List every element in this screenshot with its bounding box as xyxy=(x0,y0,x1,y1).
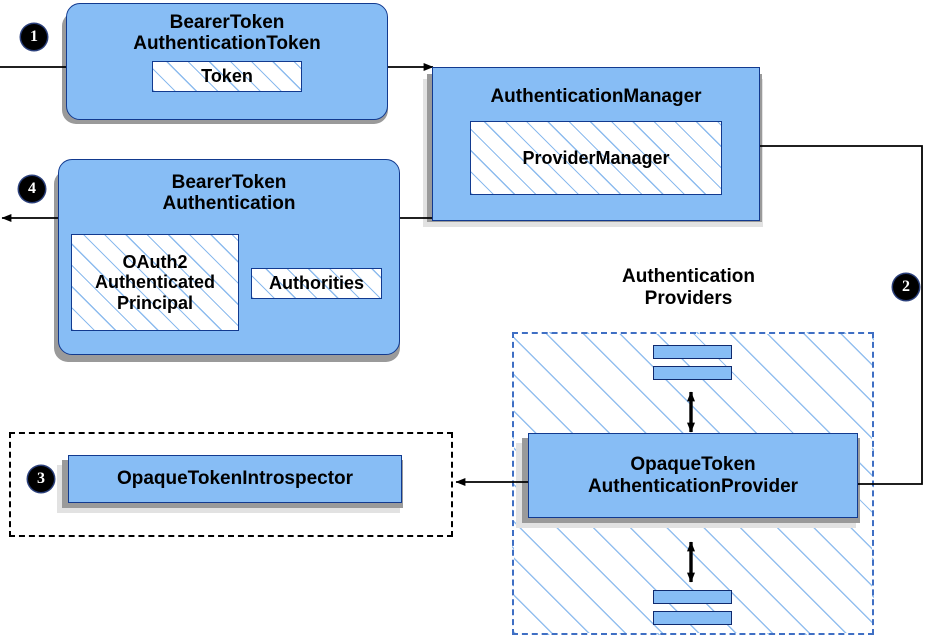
authorities-box[interactable]: Authorities xyxy=(251,268,382,299)
step-badge-1: 1 xyxy=(21,24,47,50)
provider-stack-bottom-bar-2 xyxy=(653,611,732,625)
authentication-providers-header: Authentication Providers xyxy=(576,266,801,310)
opaque-token-introspector[interactable]: OpaqueTokenIntrospector xyxy=(68,455,402,503)
opaque-token-introspector-label: OpaqueTokenIntrospector xyxy=(116,468,354,490)
btat-title-line2: AuthenticationToken xyxy=(133,33,321,55)
provider-stack-top-bar-2 xyxy=(653,366,732,380)
step-2-label: 2 xyxy=(902,278,910,295)
bearer-token-authentication-title: BearerToken Authentication xyxy=(163,172,296,215)
principal-line2: Authenticated xyxy=(94,272,215,293)
provider-title-line1: OpaqueToken xyxy=(630,454,756,476)
oauth2-authenticated-principal-box[interactable]: OAuth2 Authenticated Principal xyxy=(71,234,239,331)
token-child-label: Token xyxy=(201,65,253,86)
bearer-token-authentication-token[interactable]: BearerToken AuthenticationToken Token xyxy=(66,3,388,120)
step-1-label: 1 xyxy=(30,28,38,45)
provider-title-line2: AuthenticationProvider xyxy=(587,475,799,497)
authentication-manager-title: AuthenticationManager xyxy=(490,86,702,107)
provider-stack-bottom-bar-1 xyxy=(653,590,732,604)
bta-title-line1: BearerToken xyxy=(171,172,287,193)
provider-manager-label: ProviderManager xyxy=(522,148,670,169)
principal-line3: Principal xyxy=(116,292,194,313)
bearer-token-authentication-token-title: BearerToken AuthenticationToken xyxy=(133,12,321,55)
btat-title-line1: BearerToken xyxy=(169,12,285,33)
provider-manager-child-box[interactable]: ProviderManager xyxy=(470,121,722,196)
principal-line1: OAuth2 xyxy=(122,252,188,273)
opaque-token-authentication-provider[interactable]: OpaqueToken AuthenticationProvider xyxy=(528,433,858,518)
step-badge-3: 3 xyxy=(28,466,54,492)
step-badge-2: 2 xyxy=(893,274,919,300)
authorities-label: Authorities xyxy=(268,273,364,294)
provider-stack-top-bar-1 xyxy=(653,345,732,359)
authentication-providers-header-line2: Providers xyxy=(644,287,733,309)
token-child-box[interactable]: Token xyxy=(152,60,302,92)
bta-title-line2: Authentication xyxy=(162,193,296,215)
step-badge-4: 4 xyxy=(19,176,45,202)
step-4-label: 4 xyxy=(28,180,36,197)
authentication-providers-header-line1: Authentication xyxy=(622,266,755,287)
authentication-manager[interactable]: AuthenticationManager ProviderManager xyxy=(432,67,760,221)
opaque-token-introspector-container xyxy=(9,432,453,537)
step-3-label: 3 xyxy=(37,470,45,487)
